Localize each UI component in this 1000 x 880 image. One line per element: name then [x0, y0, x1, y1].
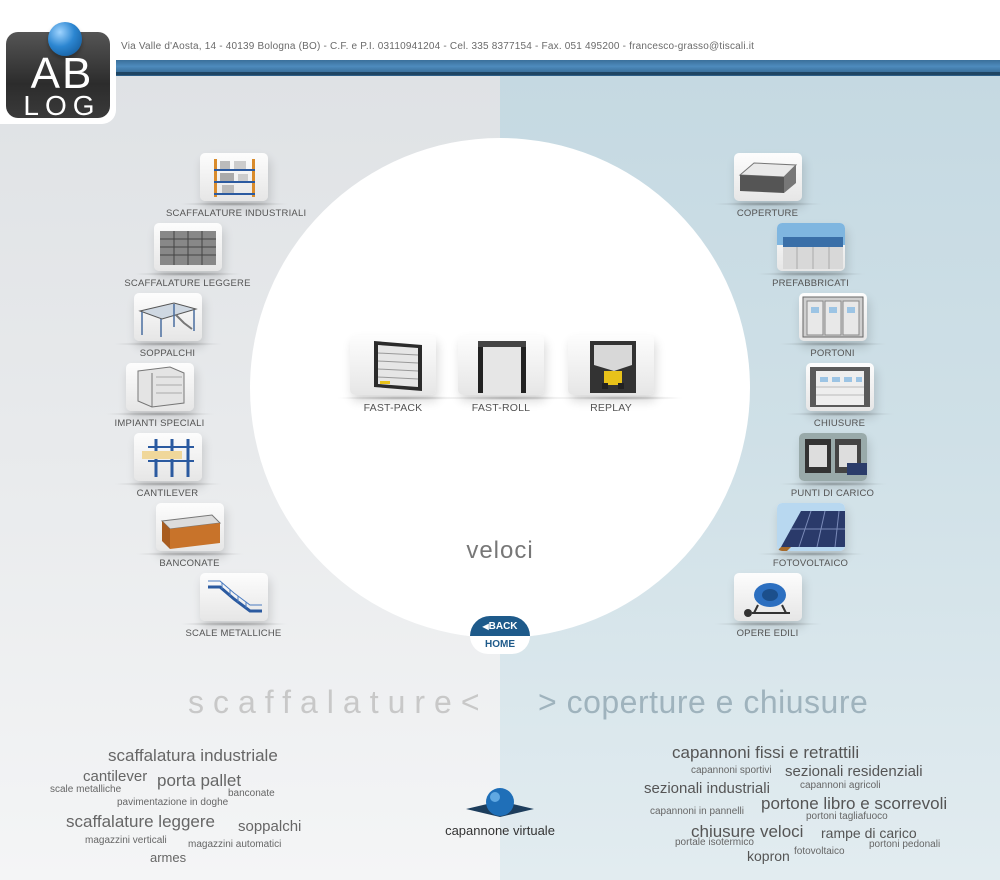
menu-prefabbricati[interactable]: PREFABBRICATI	[743, 223, 878, 289]
fast-roll-door-icon	[458, 335, 544, 395]
replay-door-icon	[568, 335, 654, 395]
home-label: HOME	[470, 636, 530, 654]
menu-chiusure[interactable]: CHIUSURE	[772, 363, 907, 429]
menu-label: SOPPALCHI	[139, 348, 196, 359]
product-label: FAST-PACK	[363, 402, 423, 414]
header-bar	[115, 60, 1000, 76]
tag-link[interactable]: sezionali industriali	[644, 780, 770, 797]
tag-link[interactable]: soppalchi	[238, 818, 302, 835]
tag-link[interactable]: chiusure veloci	[691, 822, 804, 841]
menu-label: SCAFFALATURE INDUSTRIALI	[166, 208, 307, 219]
light-shelving-icon	[153, 223, 222, 271]
menu-label: FOTOVOLTAICO	[772, 558, 849, 569]
product-fast-pack[interactable]: FAST-PACK	[336, 335, 466, 414]
counter-icon	[155, 503, 224, 551]
menu-label: OPERE EDILI	[736, 628, 799, 639]
product-label: REPLAY	[590, 402, 632, 414]
company-address: Via Valle d'Aosta, 14 - 40139 Bologna (B…	[121, 41, 755, 52]
industrial-shelving-icon	[199, 153, 268, 201]
menu-cantilever[interactable]: CANTILEVER	[100, 433, 235, 499]
menu-label: BANCONATE	[159, 558, 220, 569]
logo-box: AB LOG	[6, 22, 110, 121]
tag-link[interactable]: porta pallet	[157, 771, 242, 790]
tag-link[interactable]: banconate	[228, 788, 275, 799]
ablog-logo[interactable]: AB LOG	[0, 22, 116, 124]
menu-impianti-speciali[interactable]: IMPIANTI SPECIALI	[92, 363, 227, 429]
menu-coperture[interactable]: COPERTURE	[700, 153, 835, 219]
product-fast-roll[interactable]: FAST-ROLL	[444, 335, 574, 414]
section-title-scaffalature[interactable]: scaffalature<	[188, 684, 489, 720]
loading-dock-icon	[798, 433, 867, 481]
tag-link[interactable]: portoni pedonali	[869, 839, 941, 850]
menu-label: CANTILEVER	[136, 488, 199, 499]
menu-label: PORTONI	[810, 348, 855, 359]
menu-label: COPERTURE	[736, 208, 799, 219]
menu-label: PREFABBRICATI	[772, 278, 849, 289]
menu-label: CHIUSURE	[813, 418, 866, 429]
product-label: FAST-ROLL	[471, 402, 531, 414]
back-home-button[interactable]: ◀BACK HOME	[470, 616, 530, 656]
tag-link[interactable]: capannoni fissi e retrattili	[672, 743, 860, 762]
metal-stairs-icon	[199, 573, 268, 621]
menu-punti-di-carico[interactable]: PUNTI DI CARICO	[765, 433, 900, 499]
tag-link[interactable]: portone libro e scorrevoli	[761, 794, 948, 813]
back-arrow-icon: ◀BACK	[470, 616, 530, 636]
menu-scaffalature-leggere[interactable]: SCAFFALATURE LEGGERE	[120, 223, 255, 289]
solar-panel-icon	[776, 503, 845, 551]
prefab-icon	[776, 223, 845, 271]
menu-scale-metalliche[interactable]: SCALE METALLICHE	[166, 573, 301, 639]
logo-ab-text: AB	[30, 49, 94, 98]
globe-icon[interactable]	[466, 787, 534, 817]
tag-link[interactable]: rampe di carico	[821, 825, 917, 841]
back-label: BACK	[488, 621, 518, 632]
tag-link[interactable]: portale isotermico	[675, 837, 754, 848]
tag-link[interactable]: armes	[150, 850, 187, 865]
menu-label: PUNTI DI CARICO	[790, 488, 875, 499]
logo-ball-icon	[48, 22, 82, 56]
menu-label: IMPIANTI SPECIALI	[114, 418, 205, 429]
menu-opere-edili[interactable]: OPERE EDILI	[700, 573, 835, 639]
tag-link[interactable]: scaffalatura industriale	[108, 746, 278, 765]
tag-link[interactable]: scaffalature leggere	[66, 812, 216, 831]
menu-portoni[interactable]: PORTONI	[765, 293, 900, 359]
logo-log-text: LOG	[23, 90, 101, 121]
tag-link[interactable]: scale metalliche	[50, 784, 122, 795]
virtual-warehouse-link[interactable]: capannone virtuale	[445, 823, 555, 838]
menu-banconate[interactable]: BANCONATE	[122, 503, 257, 569]
cantilever-icon	[133, 433, 202, 481]
menu-soppalchi[interactable]: SOPPALCHI	[100, 293, 235, 359]
concrete-mixer-icon	[733, 573, 802, 621]
roofing-icon	[733, 153, 802, 201]
tag-link[interactable]: cantilever	[83, 768, 148, 785]
mezzanine-icon	[133, 293, 202, 341]
menu-fotovoltaico[interactable]: FOTOVOLTAICO	[743, 503, 878, 569]
section-title-coperture[interactable]: > coperture e chiusure	[538, 684, 869, 720]
tag-link[interactable]: magazzini verticali	[85, 835, 167, 846]
tag-link[interactable]: magazzini automatici	[188, 839, 282, 850]
product-replay[interactable]: REPLAY	[554, 335, 684, 414]
tag-link[interactable]: capannoni agricoli	[800, 780, 881, 791]
tag-link[interactable]: sezionali residenziali	[785, 763, 923, 780]
category-title: veloci	[466, 537, 534, 564]
tag-link[interactable]: fotovoltaico	[794, 846, 845, 857]
special-systems-icon	[125, 363, 194, 411]
menu-scaffalature-industriali[interactable]: SCAFFALATURE INDUSTRIALI	[166, 153, 307, 219]
tag-link[interactable]: pavimentazione in doghe	[117, 797, 229, 808]
tag-link[interactable]: kopron	[747, 848, 790, 864]
gates-icon	[798, 293, 867, 341]
tag-link[interactable]: portoni tagliafuoco	[806, 811, 888, 822]
tag-link[interactable]: capannoni sportivi	[691, 765, 772, 776]
tag-link[interactable]: capannoni in pannelli	[650, 806, 744, 817]
fast-pack-door-icon	[350, 335, 436, 395]
closures-icon	[805, 363, 874, 411]
menu-label: SCAFFALATURE LEGGERE	[124, 278, 251, 289]
menu-label: SCALE METALLICHE	[185, 628, 282, 639]
